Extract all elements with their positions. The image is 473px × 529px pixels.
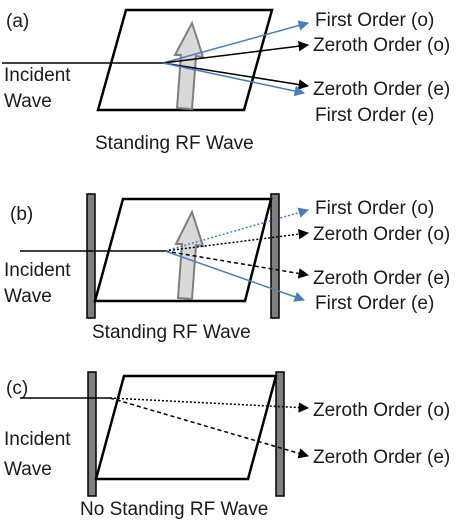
panel-c-label-zeroth-order-o: Zeroth Order (o): [313, 400, 450, 421]
panel-a-label-zeroth-order-e: Zeroth Order (e): [313, 79, 450, 100]
panel-b-ray-zeroth-order-o: [164, 228, 310, 252]
panel-a-label-zeroth-order-o: Zeroth Order (o): [313, 35, 450, 56]
panel-b-transducer-left: [86, 193, 96, 319]
panel-a-ray-first-order-o: [162, 20, 310, 64]
panel-a-caption: Standing RF Wave: [95, 133, 254, 154]
panel-a-incident-label-line1: Incident: [4, 65, 71, 86]
panel-b-ray-first-order-o: [164, 207, 310, 252]
panel-c-transducer-right: [275, 371, 285, 497]
panel-b-incident-label-line2: Wave: [4, 286, 52, 307]
panel-b-label-zeroth-order-e: Zeroth Order (e): [313, 268, 450, 289]
panel-b-ray-first-order-e: [164, 250, 305, 302]
panel-b-caption: Standing RF Wave: [92, 322, 251, 343]
panel-a-incident-label-line2: Wave: [4, 91, 52, 112]
panel-a-label-first-order-e: First Order (e): [315, 105, 434, 126]
panel-c-incident-label-line1: Incident: [4, 429, 71, 450]
panel-a-ray-first-order-e: [162, 62, 306, 97]
panel-a-rf-arrow: [173, 20, 205, 111]
panel-b-incident-label-line1: Incident: [4, 260, 71, 281]
panel-b-label-first-order-e: First Order (e): [315, 293, 434, 314]
panel-b: (b) First Order (o) Zeroth Order (o) Zer…: [4, 193, 450, 343]
panel-c-tag: (c): [6, 378, 28, 399]
panel-c: (c) Zeroth Order (o) Zeroth Order (e) In…: [4, 371, 450, 520]
panel-b-ray-zeroth-order-e: [164, 250, 310, 279]
panel-c-ray-zeroth-order-e: [109, 397, 310, 459]
panel-c-ray-zeroth-order-o: [109, 397, 310, 413]
panel-b-tag: (b): [10, 204, 33, 225]
panel-a-ray-zeroth-order-o: [162, 40, 310, 64]
panel-b-transducer-right: [270, 193, 280, 319]
panel-b-label-first-order-o: First Order (o): [315, 198, 434, 219]
panel-c-crystal: [94, 374, 278, 481]
panel-a-tag: (a): [6, 11, 29, 32]
panel-a: (a) First Order (o) Zeroth Order (o) Zer…: [2, 8, 450, 154]
panel-a-ray-zeroth-order-e: [162, 62, 310, 90]
panel-b-label-zeroth-order-o: Zeroth Order (o): [313, 224, 450, 245]
panel-c-caption: No Standing RF Wave: [80, 499, 268, 520]
panel-c-label-zeroth-order-e: Zeroth Order (e): [313, 447, 450, 468]
panel-c-transducer-left: [87, 371, 97, 497]
panel-c-incident-label-line2: Wave: [4, 459, 52, 480]
panel-a-label-first-order-o: First Order (o): [315, 10, 434, 31]
